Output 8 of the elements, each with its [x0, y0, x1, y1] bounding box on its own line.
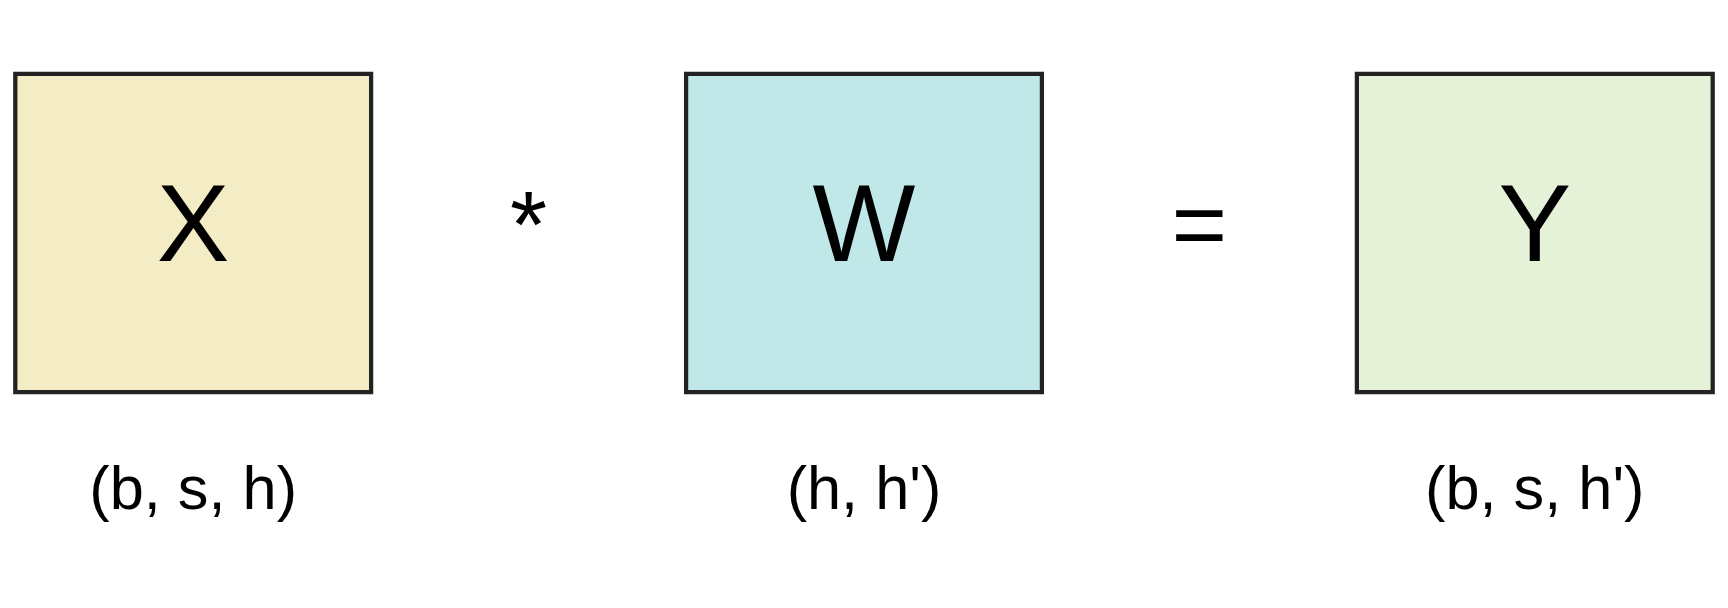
- node-label: (b, s, h'): [1425, 453, 1645, 522]
- node-label: (h, h'): [786, 453, 942, 522]
- node-label: (b, s, h): [89, 453, 298, 522]
- node-box: X: [13, 71, 374, 394]
- node-box: W: [683, 71, 1045, 394]
- label: =: [1171, 169, 1228, 276]
- node-box: Y: [1354, 71, 1715, 394]
- label: *: [510, 169, 548, 276]
